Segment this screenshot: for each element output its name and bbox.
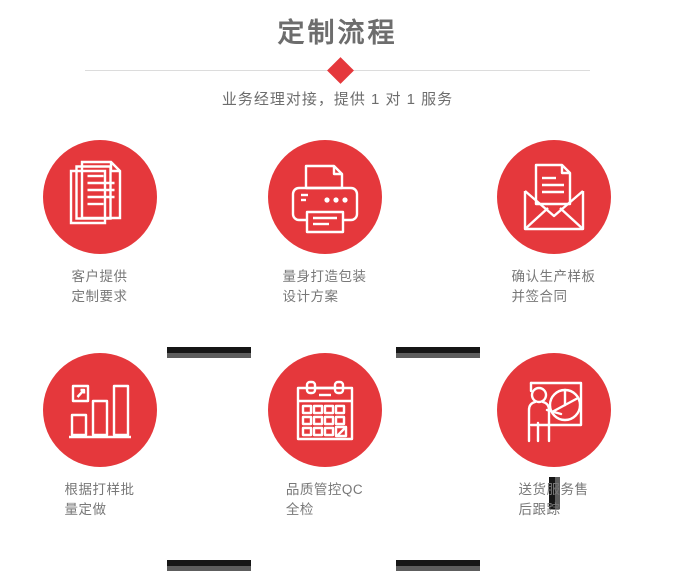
presenter-pie-chart-icon — [527, 381, 582, 443]
step-3-label: 确认生产样板 并签合同 — [441, 267, 666, 307]
step-5-label-line1: 品质管控QC — [285, 482, 364, 497]
step-3-label-line2: 并签合同 — [511, 289, 568, 304]
bar-chart-growth-icon — [68, 384, 131, 439]
step-5-icon-circle — [267, 353, 382, 467]
step-1-label-line1: 客户提供 — [71, 269, 128, 284]
printer-icon — [291, 164, 358, 234]
step-1-label: 客户提供 定制要求 — [0, 267, 212, 307]
connector-step1-step2 — [167, 347, 251, 358]
connector-step2-step3 — [396, 347, 480, 358]
calendar-check-icon — [296, 380, 353, 441]
step-2-label-line2: 设计方案 — [282, 289, 339, 304]
step-3-label-line1: 确认生产样板 — [511, 269, 596, 284]
header: 定制流程 业务经理对接，提供 1 对 1 服务 — [0, 0, 675, 130]
step-6-icon-circle[interactable] — [496, 353, 611, 467]
envelope-document-icon — [523, 163, 584, 231]
step-4-label-line1: 根据打样批 — [64, 482, 135, 497]
step-4-label: 根据打样批 量定做 — [0, 480, 212, 520]
connector-step5-step6 — [396, 560, 480, 571]
page-title: 定制流程 — [277, 18, 398, 48]
step-4-icon-circle[interactable] — [42, 353, 157, 467]
connector-bar-dark — [167, 347, 251, 353]
diamond-ornament-icon — [327, 57, 354, 84]
step-4-label-line2: 量定做 — [64, 502, 107, 517]
connector-bar-dark — [549, 477, 555, 509]
page-subtitle: 业务经理对接，提供 1 对 1 服务 — [221, 91, 454, 108]
connector-step4-step5 — [167, 560, 251, 571]
step-6-label: 送货服务售 后跟踪 — [441, 480, 666, 520]
step-2-label-line1: 量身打造包装 — [282, 269, 367, 284]
connector-step3-step6 — [549, 477, 560, 509]
connector-bar-shadow — [167, 353, 251, 358]
step-6-label-line2: 后跟踪 — [518, 502, 561, 517]
process-steps: 客户提供 定制要求 — [0, 140, 675, 571]
connector-bar-shadow — [396, 566, 480, 571]
connector-bar-shadow — [167, 566, 251, 571]
step-1-icon-circle[interactable] — [42, 140, 157, 254]
step-1-label-line2: 定制要求 — [71, 289, 128, 304]
step-3-icon-circle[interactable] — [496, 140, 611, 254]
step-2-icon-circle[interactable] — [267, 140, 382, 254]
documents-stack-icon — [69, 160, 121, 225]
step-5-label-line2: 全检 — [285, 502, 314, 517]
connector-bar-shadow — [555, 477, 560, 509]
connector-bar-shadow — [396, 353, 480, 358]
step-6-label-line1: 送货服务售 — [518, 482, 589, 497]
connector-bar-dark — [396, 347, 480, 353]
step-5-label: 品质管控QC 全检 — [212, 480, 437, 520]
step-2-label: 量身打造包装 设计方案 — [212, 267, 437, 307]
